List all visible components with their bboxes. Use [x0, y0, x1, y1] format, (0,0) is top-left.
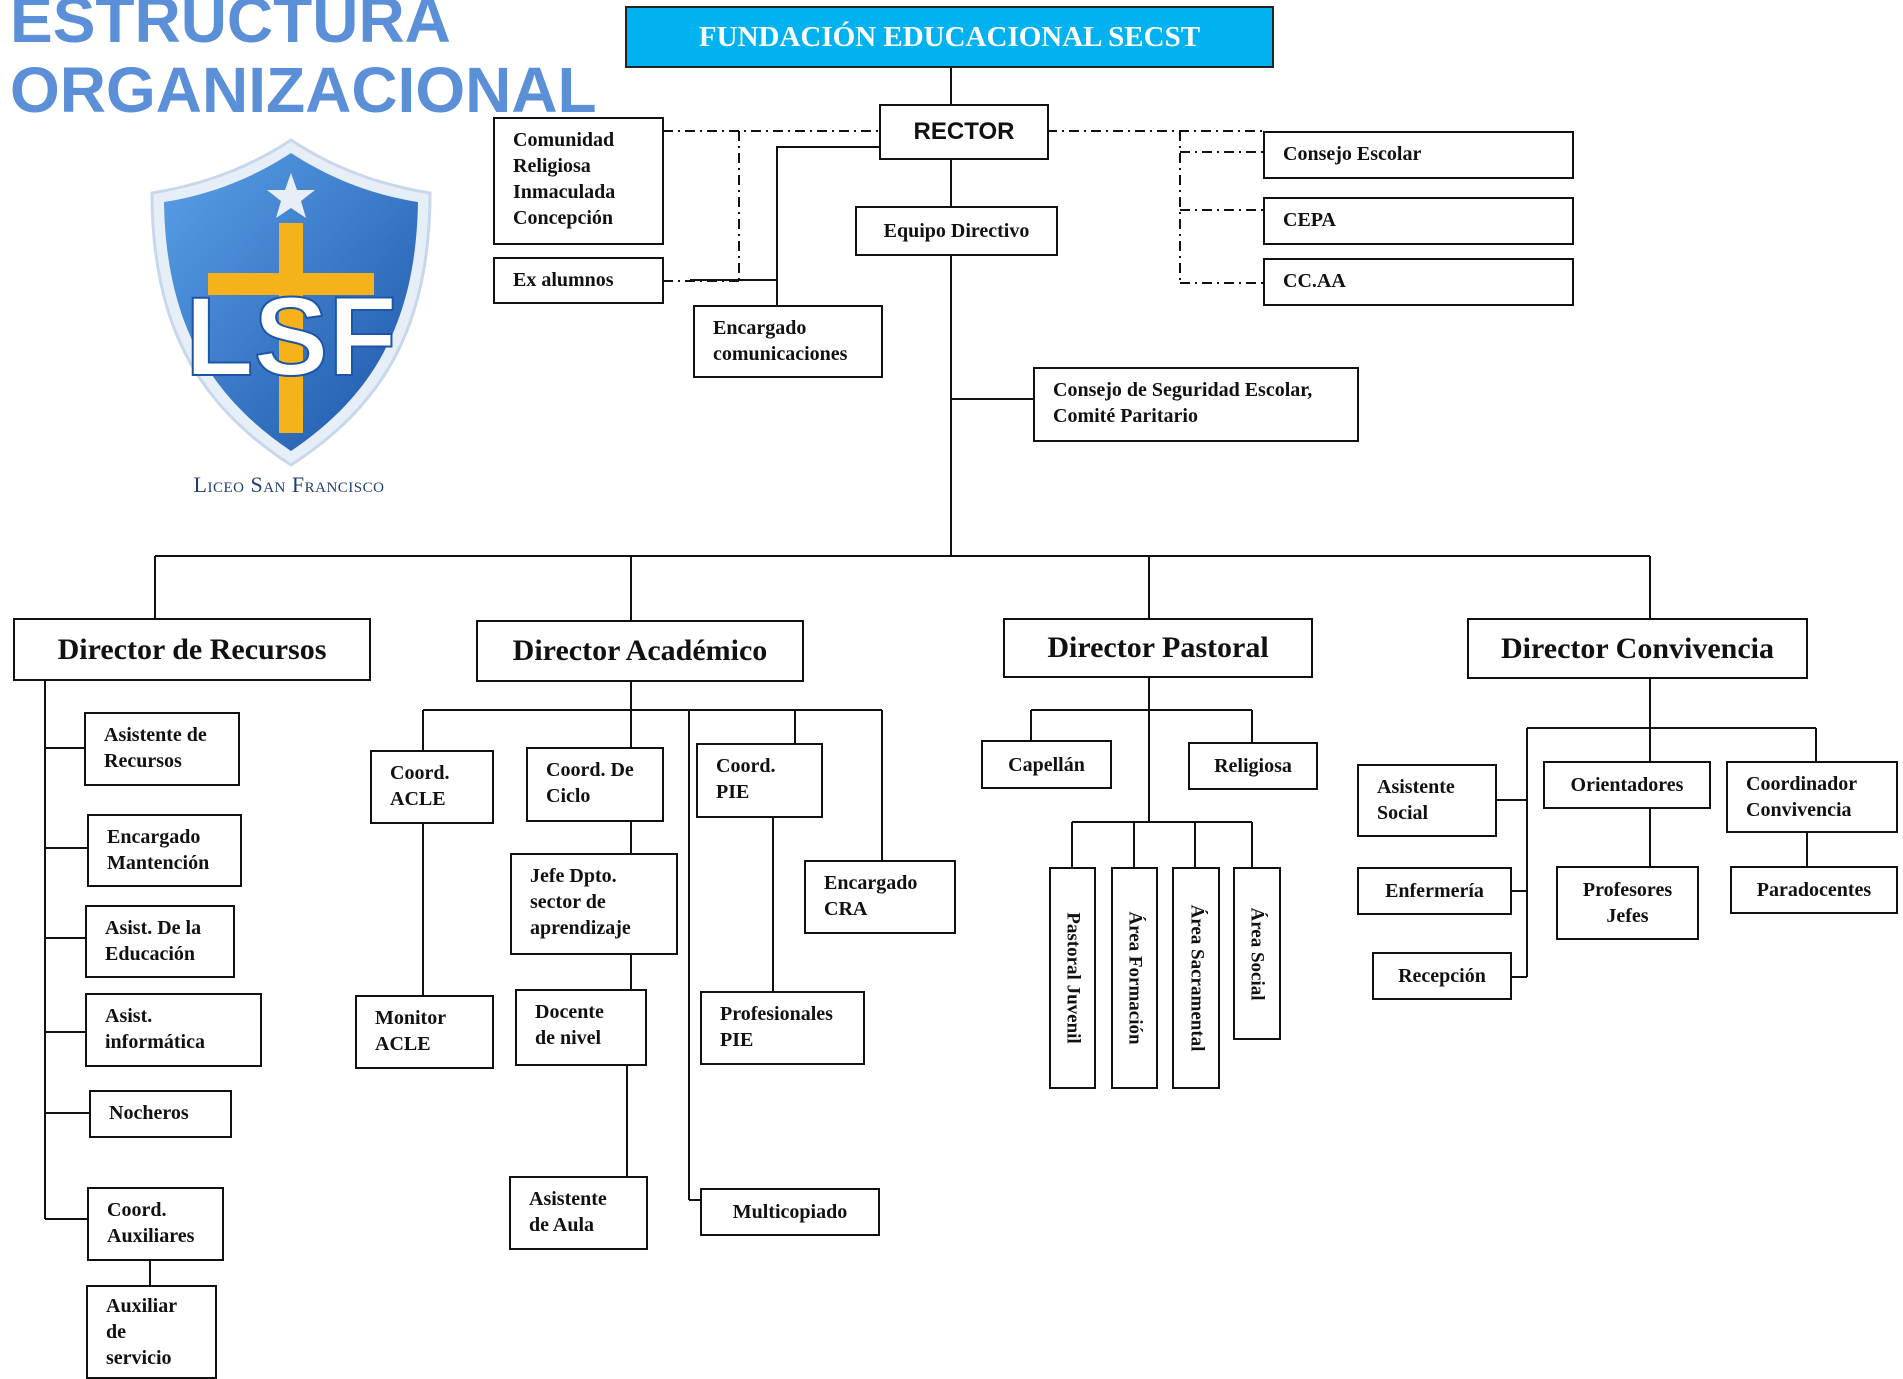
logo-caption: Liceo San Francisco: [193, 472, 385, 497]
node-encargado-mantencion: Encargado Mantención: [87, 814, 242, 887]
node-area-social-label: Área Social: [1247, 906, 1268, 1001]
node-docente-nivel: Docente de nivel: [515, 989, 647, 1066]
node-pastoral-juvenil: Pastoral Juvenil: [1049, 867, 1096, 1089]
node-encargado-comunicaciones: Encargado comunicaciones: [693, 305, 883, 378]
node-asistente-recursos: Asistente de Recursos: [84, 712, 240, 786]
node-asist-informatica: Asist. informática: [85, 993, 262, 1067]
node-coord-ciclo: Coord. De Ciclo: [526, 747, 664, 822]
node-consejo-seguridad: Consejo de Seguridad Escolar, Comité Par…: [1033, 367, 1359, 442]
node-director-pastoral: Director Pastoral: [1003, 618, 1313, 678]
node-area-formacion: Área Formación: [1111, 867, 1158, 1089]
node-profesionales-pie: Profesionales PIE: [700, 991, 865, 1065]
node-orientadores: Orientadores: [1543, 761, 1711, 809]
node-religiosa: Religiosa: [1188, 742, 1318, 790]
node-ex-alumnos: Ex alumnos: [493, 257, 664, 304]
node-multicopiado: Multicopiado: [700, 1188, 880, 1236]
title-line-1: ESTRUCTURA: [10, 0, 451, 56]
node-profesores-jefes: Profesores Jefes: [1556, 866, 1699, 940]
node-asistente-aula: Asistente de Aula: [509, 1176, 648, 1250]
school-logo: LSF: [150, 138, 432, 467]
node-nocheros: Nocheros: [89, 1090, 232, 1138]
node-monitor-acle: Monitor ACLE: [355, 995, 494, 1069]
node-encargado-cra: Encargado CRA: [804, 860, 956, 934]
node-area-sacramental: Área Sacramental: [1172, 867, 1220, 1089]
node-coord-auxiliares: Coord. Auxiliares: [87, 1187, 224, 1261]
node-ccaa: CC.AA: [1263, 258, 1574, 306]
node-pastoral-juvenil-label: Pastoral Juvenil: [1062, 912, 1084, 1044]
node-paradocentes: Paradocentes: [1730, 866, 1898, 914]
node-coord-pie: Coord. PIE: [696, 743, 823, 818]
node-cepa: CEPA: [1263, 197, 1574, 245]
node-area-social: Área Social: [1233, 867, 1281, 1040]
node-auxiliar-servicio: Auxiliar de servicio: [86, 1285, 217, 1379]
title-line-2: ORGANIZACIONAL: [10, 54, 597, 126]
node-enfermeria: Enfermería: [1357, 867, 1512, 915]
node-rector: RECTOR: [879, 104, 1049, 160]
node-area-sacramental-label: Área Sacramental: [1186, 904, 1207, 1052]
node-fundacion: FUNDACIÓN EDUCACIONAL SECST: [625, 6, 1274, 68]
logo-monogram: LSF: [185, 274, 397, 399]
node-equipo-directivo: Equipo Directivo: [855, 206, 1058, 256]
node-coord-acle: Coord. ACLE: [370, 750, 494, 824]
node-director-recursos: Director de Recursos: [13, 618, 371, 681]
node-asist-educacion: Asist. De la Educación: [85, 905, 235, 978]
node-coordinador-convivencia: Coordinador Convivencia: [1726, 761, 1898, 833]
node-recepcion: Recepción: [1372, 952, 1512, 1000]
node-jefe-dpto: Jefe Dpto. sector de aprendizaje: [510, 853, 678, 955]
node-director-convivencia: Director Convivencia: [1467, 618, 1808, 679]
node-comunidad-religiosa: Comunidad Religiosa Inmaculada Concepció…: [493, 117, 664, 245]
node-area-formacion-label: Área Formación: [1124, 911, 1146, 1045]
node-director-academico: Director Académico: [476, 620, 804, 682]
node-consejo-escolar: Consejo Escolar: [1263, 131, 1574, 179]
node-asistente-social: Asistente Social: [1357, 764, 1497, 837]
node-capellan: Capellán: [981, 740, 1112, 789]
